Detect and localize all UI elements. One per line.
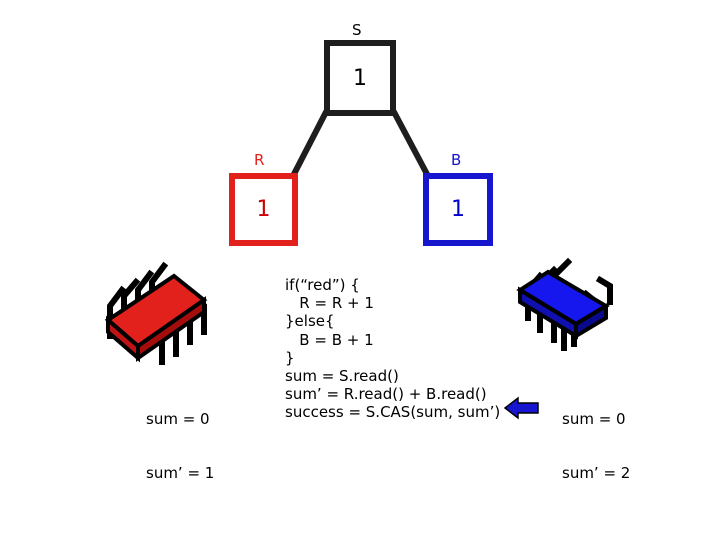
node-r-label: R xyxy=(254,151,265,169)
edge-s-r xyxy=(290,109,329,179)
code-block: if(“red”) { R = R + 1 }else{ B = B + 1 }… xyxy=(285,276,500,422)
left-processor-vars: sum = 0 sum’ = 1 xyxy=(146,374,214,500)
node-s-box: 1 xyxy=(324,40,396,116)
node-r-box: 1 xyxy=(229,173,298,246)
code-line: }else{ xyxy=(285,312,335,331)
edge-s-b xyxy=(391,109,431,179)
code-line: success = S.CAS(sum, sum’) xyxy=(285,403,501,422)
left-sum-prime: sum’ = 1 xyxy=(146,464,215,482)
node-r-value: 1 xyxy=(256,197,271,222)
node-b-value: 1 xyxy=(451,197,465,222)
right-sum-prime: sum’ = 2 xyxy=(562,464,631,482)
blue-processor-chip-icon xyxy=(516,257,613,351)
code-line: R = R + 1 xyxy=(285,294,374,313)
node-s-value: 1 xyxy=(353,65,367,91)
code-line: sum’ = R.read() + B.read() xyxy=(285,385,487,404)
node-b-box: 1 xyxy=(423,173,493,246)
node-b-label: B xyxy=(451,151,462,169)
right-processor-vars: sum = 0 sum’ = 2 xyxy=(562,374,630,500)
code-line: } xyxy=(285,348,295,367)
right-sum: sum = 0 xyxy=(562,410,626,428)
code-line: sum = S.read() xyxy=(285,366,399,385)
left-arrow-icon xyxy=(503,396,539,420)
code-line: B = B + 1 xyxy=(285,330,374,349)
red-processor-chip-icon xyxy=(104,261,208,365)
code-line: if(“red”) { xyxy=(285,276,360,294)
left-sum: sum = 0 xyxy=(146,410,210,428)
node-s-label: S xyxy=(352,21,362,39)
